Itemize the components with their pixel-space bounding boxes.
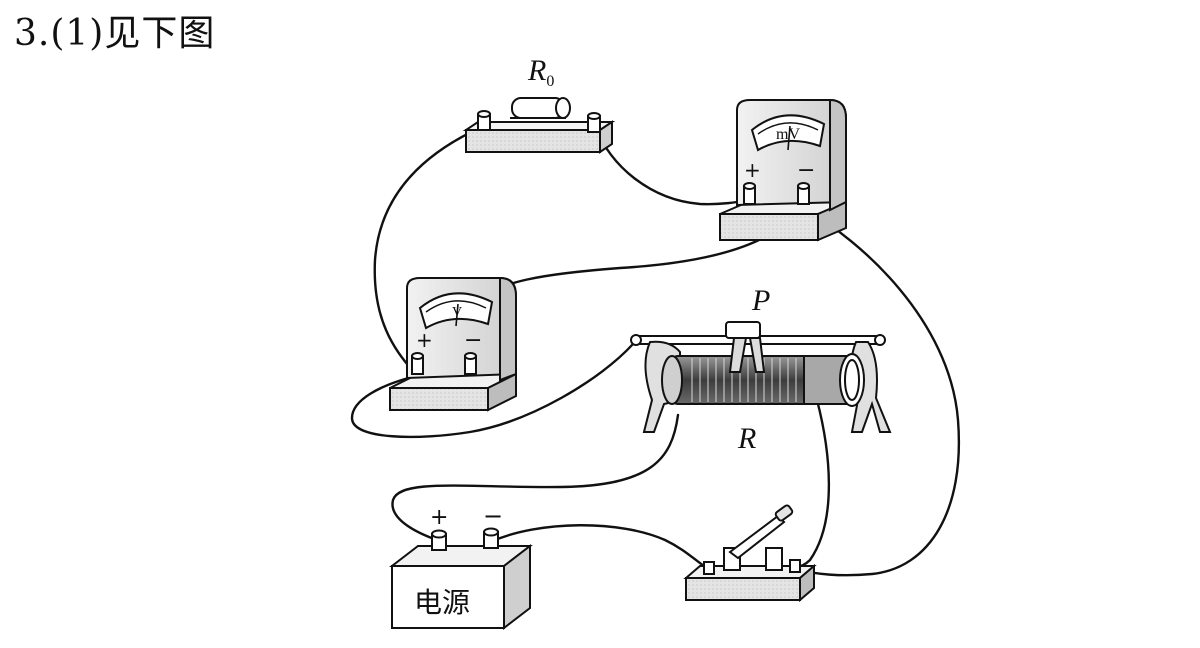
millivoltmeter xyxy=(719,98,847,242)
battery-label: 电源 xyxy=(414,586,470,619)
wire-rheostat-to-switch xyxy=(778,398,831,569)
battery-minus-sign: − xyxy=(483,502,503,530)
battery xyxy=(389,527,533,631)
v-minus-sign: − xyxy=(464,328,482,353)
voltmeter xyxy=(389,276,517,412)
wire-r0-to-voltmeter-plus xyxy=(373,124,486,372)
mv-plus-sign: + xyxy=(744,158,761,182)
slider-p-label: P xyxy=(751,284,770,317)
rheostat xyxy=(630,321,892,433)
mv-minus-sign: − xyxy=(797,158,815,183)
wire-r0-to-mv-plus xyxy=(594,126,752,206)
mv-unit-label: mV xyxy=(776,126,800,143)
rheostat-r-label: R xyxy=(737,422,756,455)
wire-voltmeter-to-rheostat xyxy=(350,342,635,439)
resistor-r0 xyxy=(462,97,616,154)
battery-plus-sign: + xyxy=(430,505,448,530)
problem-heading: 3.(1)见下图 xyxy=(14,13,216,54)
v-unit-label: V xyxy=(452,305,462,320)
v-plus-sign: + xyxy=(416,328,433,352)
r0-label: R0 xyxy=(527,54,554,90)
wire-mv-minus-to-switch xyxy=(798,208,961,577)
knife-switch xyxy=(683,504,817,603)
wire-rheostat-to-battery-plus xyxy=(391,413,680,542)
wire-battery-minus-to-switch xyxy=(488,524,714,572)
